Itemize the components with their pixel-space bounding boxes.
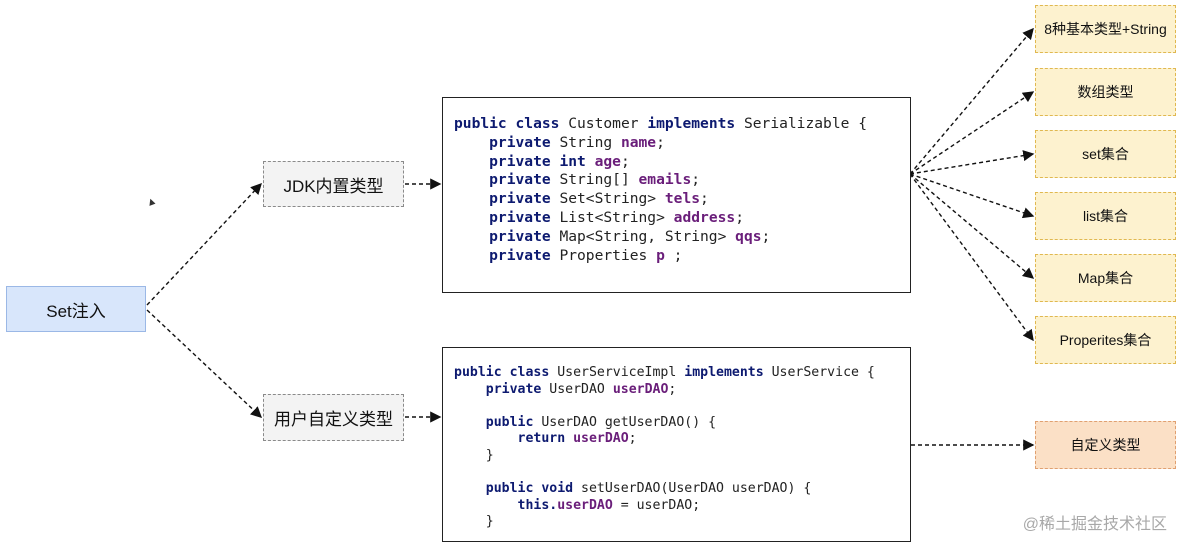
node-user-types: 用户自定义类型 (263, 394, 404, 441)
code-token: private (454, 227, 560, 245)
code-line: private Set<String> tels; (454, 190, 910, 209)
code-token: Set<String> (559, 190, 665, 208)
code-token: age (594, 152, 621, 170)
code-token: = userDAO; (612, 497, 701, 513)
code-token: ; (668, 381, 677, 397)
code-token: public (454, 414, 542, 430)
code-token: List<String> (559, 208, 674, 226)
code-token: tels (664, 190, 701, 208)
node-jdk-types: JDK内置类型 (263, 161, 404, 207)
code-token: Customer (568, 115, 648, 132)
code-token: implements (647, 115, 744, 132)
code-token: qqs (735, 227, 762, 245)
watermark: @稀土掘金技术社区 (1022, 516, 1167, 533)
code-token: userDAO (557, 497, 613, 513)
code-token: private (454, 152, 560, 170)
code-block-userservice: public class UserServiceImpl implements … (442, 347, 911, 542)
code-line: private List<String> address; (454, 209, 910, 228)
code-line: public UserDAO getUserDAO() { (454, 415, 910, 432)
code-line: public class UserServiceImpl implements … (454, 365, 910, 382)
code-token: Properties (559, 246, 657, 264)
code-token: ; (628, 431, 637, 447)
arrow-code-to-t5 (909, 173, 1034, 342)
target-primitive-string: 8种基本类型+String (1035, 5, 1176, 53)
code-token: setUserDAO(UserDAO userDAO) { (581, 481, 812, 497)
code-token: implements (684, 365, 772, 380)
target-list: list集合 (1035, 192, 1176, 240)
code-token: userDAO (573, 431, 629, 447)
arrow-code-to-t3 (909, 173, 1035, 219)
code-token: private (454, 381, 550, 397)
arrow-code-to-t2 (909, 150, 1035, 175)
code-token: private (454, 133, 560, 151)
code-token: String (559, 133, 621, 151)
target-array: 数组类型 (1035, 68, 1176, 116)
code-token: ; (691, 171, 701, 189)
target-custom-type: 自定义类型 (1035, 421, 1176, 469)
arrow-root-to-jdk (146, 182, 262, 306)
code-line: private UserDAO userDAO; (454, 382, 910, 399)
arrow-code-to-t1 (909, 91, 1035, 175)
code-token: return (454, 431, 574, 447)
code-line: private String name; (454, 134, 910, 153)
code-token: this. (454, 497, 558, 513)
code-token: UserDAO getUserDAO() { (541, 414, 717, 430)
code-token: public class (454, 115, 569, 132)
code-token: p (656, 246, 665, 264)
code-line: return userDAO; (454, 431, 910, 448)
code-line: } (454, 448, 910, 465)
target-set: set集合 (1035, 130, 1176, 178)
arrow-code-to-t0 (909, 27, 1034, 175)
code-token: public void (454, 481, 582, 497)
code-token: public class (454, 365, 558, 380)
code-token: Serializable { (743, 115, 867, 132)
code-token: private (454, 171, 560, 189)
code-line: } (454, 514, 910, 531)
code-token: UserService { (771, 365, 875, 380)
code-token: private (454, 246, 560, 264)
arrow-root-to-user (146, 309, 263, 418)
code-token: UserDAO (549, 381, 613, 397)
code-token: int (559, 152, 595, 170)
code-token: String[] (559, 171, 639, 189)
code-token: ; (700, 190, 709, 208)
target-map: Map集合 (1035, 254, 1176, 302)
target-properties: Properites集合 (1035, 316, 1176, 364)
code-line: private Properties p ; (454, 247, 910, 266)
code-token: name (620, 133, 657, 151)
code-line: public class Customer implements Seriali… (454, 115, 910, 134)
code-line: private Map<String, String> qqs; (454, 228, 910, 247)
code-token: UserServiceImpl (557, 365, 685, 380)
code-line (454, 398, 910, 415)
code-token: emails (638, 171, 692, 189)
code-token: ; (735, 208, 744, 226)
code-token: ; (664, 246, 683, 264)
code-line (454, 465, 910, 482)
code-token: userDAO (612, 381, 669, 397)
code-token: } (454, 447, 494, 463)
code-line: private String[] emails; (454, 171, 910, 190)
node-set-injection: Set注入 (6, 286, 146, 332)
arrow-code-to-t4 (909, 173, 1035, 279)
code-token: private (454, 208, 560, 226)
code-token: ; (656, 133, 665, 151)
code-line: private int age; (454, 153, 910, 172)
code-token: address (673, 208, 736, 226)
code-line: this.userDAO = userDAO; (454, 498, 910, 515)
code-token: private (454, 190, 560, 208)
code-line: public void setUserDAO(UserDAO userDAO) … (454, 481, 910, 498)
code-token: } (454, 514, 494, 530)
code-token: Map<String, String> (559, 227, 736, 245)
code-token: ; (620, 152, 630, 170)
code-block-customer: public class Customer implements Seriali… (442, 97, 911, 293)
code-token: ; (761, 227, 771, 245)
